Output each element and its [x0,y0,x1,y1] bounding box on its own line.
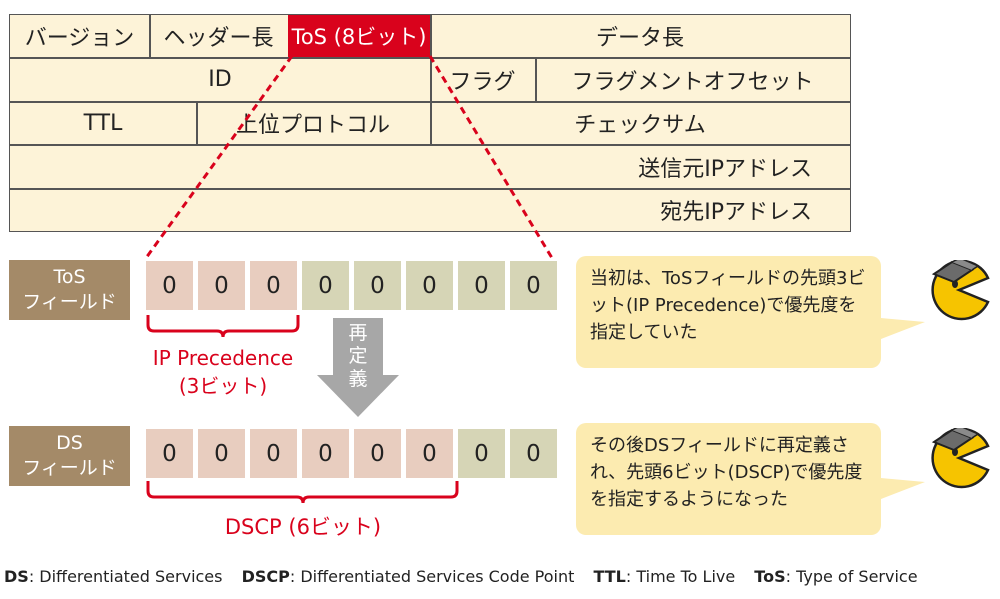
ds-bit-6: 0 [458,429,505,478]
ds-bit-1: 0 [198,429,245,478]
field-checksum: チェックサム [574,113,706,138]
field-source-ip: 送信元IPアドレス [638,156,812,182]
legend-ds-abbr: DS [4,567,29,586]
tos-bit-0: 0 [146,261,193,310]
legend-dscp-abbr: DSCP [241,567,290,586]
field-ttl: TTL [83,110,123,136]
ds-note: その後DSフィールドに再定義され、先頭6ビット(DSCP)で優先度を指定するよう… [576,423,881,535]
tos-field-label: ToS フィールド [9,260,130,320]
field-id: ID [208,67,232,92]
field-fragment-offset: フラグメントオフセット [571,69,814,95]
ip-header-table: バージョン ヘッダー長 ToS (8ビット) データ長 ID フラグ フラグメン… [9,14,851,232]
field-flag: フラグ [449,69,516,95]
ds-note-tail [881,478,925,499]
ip-precedence-bracket [146,315,300,338]
ip-precedence-line2: (3ビット) [178,374,268,398]
legend-tos-full: : Type of Service [785,567,918,586]
ip-precedence-label: IP Precedence (3ビット) [128,344,318,400]
redefine-label: 再 定 義 [343,322,373,391]
col-divider [149,15,151,57]
legend-tos-abbr: ToS [754,567,786,586]
tos-bit-2: 0 [250,261,297,310]
field-header-length: ヘッダー長 [163,26,274,51]
mascot-icon [931,260,990,321]
dscp-label: DSCP (6ビット) [224,515,382,539]
legend-dscp-full: : Differentiated Services Code Point [289,567,575,586]
redefine-char-2: 定 [348,345,368,367]
tos-label-line2: フィールド [22,291,117,313]
tos-bit-3: 0 [302,261,349,310]
ds-bit-7: 0 [510,429,557,478]
tos-bit-5: 0 [406,261,453,310]
redefine-char-1: 再 [348,322,368,344]
field-version: バージョン [24,26,135,51]
tos-bit-1: 0 [198,261,245,310]
col-divider [430,15,432,57]
tos-bit-4: 0 [354,261,401,310]
ip-precedence-line1: IP Precedence [152,346,294,370]
tos-bit-7: 0 [510,261,557,310]
ds-label-line1: DS [56,432,83,454]
legend-ttl-abbr: TTL [593,567,626,586]
field-dest-ip: 宛先IPアドレス [660,200,812,225]
field-data-length: データ長 [595,26,684,51]
ds-bit-3: 0 [302,429,349,478]
legend-ds-full: : Differentiated Services [28,567,223,586]
ds-bit-0: 0 [146,429,193,478]
tos-label-line1: ToS [53,266,86,288]
field-tos-highlight: ToS (8ビット) [288,15,430,57]
ds-label-line2: フィールド [22,457,117,479]
tos-bit-6: 0 [458,261,505,310]
abbreviation-legend: DS: Differentiated Services DSCP: Differ… [4,567,918,586]
ds-bit-5: 0 [406,429,453,478]
tos-note-tail [881,318,925,339]
field-protocol: 上位プロトコル [235,113,390,138]
redefine-char-3: 義 [348,368,368,390]
ds-bit-2: 0 [250,429,297,478]
mascot-icon [931,428,990,489]
ds-bit-4: 0 [354,429,401,478]
ds-field-label: DS フィールド [9,426,130,486]
tos-note: 当初は、ToSフィールドの先頭3ビット(IP Precedence)で優先度を指… [576,256,881,368]
dscp-bracket [146,481,459,504]
legend-ttl-full: : Time To Live [625,567,736,586]
